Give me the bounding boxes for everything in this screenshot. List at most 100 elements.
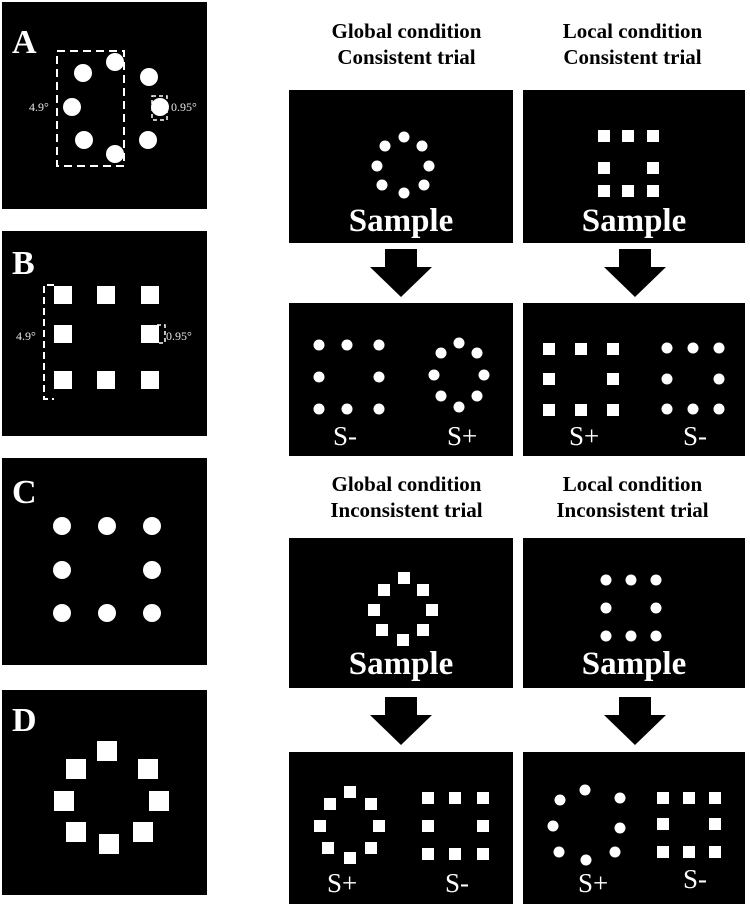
stimulus-dot [379,140,391,152]
stimulus-square [657,846,669,858]
stimulus-dot [313,403,325,415]
sample-stimulus [371,131,435,199]
sample-label: Sample [348,646,454,682]
stimulus-square [449,848,461,860]
header-global-consistent: Global condition Consistent trial [289,18,524,70]
stimulus-square [365,798,377,810]
stimulus-square [54,286,72,304]
stimulus-square [141,325,159,343]
sample-label: Sample [581,646,687,682]
stimulus-square [376,624,388,636]
header-line2: Inconsistent trial [556,498,709,522]
stimulus-dot [151,98,169,116]
stimulus-dot [376,179,388,191]
choice-label-positive: S+ [569,421,600,451]
stimulus-square [575,343,587,355]
stimulus-dot [650,602,662,614]
stimulus-square [657,792,669,804]
stimulus-square [647,162,659,174]
panel-letter-b: B [12,245,35,282]
stimulus-dot [418,179,430,191]
stimulus-square [314,820,326,832]
header-line1: Local condition [562,472,703,496]
stimulus-square [647,130,659,142]
stimulus-dot [600,574,612,586]
stimulus-dot [341,403,353,415]
stimulus-dot [661,403,673,415]
sample-stimulus [368,572,438,646]
sample-label: Sample [581,203,687,239]
stimulus-square [417,584,429,596]
stimulus-square [99,834,119,854]
stimulus-dot [416,140,428,152]
stimulus-square [422,848,434,860]
stimulus-dot [580,854,592,866]
stimulus-square [373,820,385,832]
choice-stimuli [314,786,489,864]
stimulus-square [54,791,74,811]
stimulus-dot [371,160,383,172]
stimulus-square [322,842,334,854]
dashed-size-bracket-large [56,50,125,167]
panel-letter-d: D [12,702,37,739]
stimulus-square [598,185,610,197]
choice-label-negative: S- [445,868,470,898]
stimulus-square [66,822,86,842]
stimulus-dot [373,339,385,351]
choice-label-positive: S+ [327,868,358,898]
stimulus-dot [63,98,81,116]
header-line1: Global condition [331,19,482,43]
panel-letter-a: A [12,24,37,61]
sample-panel-local-consistent: Sample [523,90,745,243]
stimulus-dot [625,574,637,586]
stimulus-square [422,820,434,832]
stimulus-dot [547,820,559,832]
stimulus-square [398,572,410,584]
panel-d-stimulus [54,741,169,854]
stimulus-square [709,792,721,804]
stimulus-square [477,848,489,860]
stimulus-dot [600,630,612,642]
choice-stimuli [547,784,721,866]
header-local-consistent: Local condition Consistent trial [515,18,750,70]
stimulus-dot [313,371,325,383]
stimulus-square [543,343,555,355]
stimulus-dot [687,342,699,354]
panel-b-stimulus [43,284,166,400]
stimulus-square [149,791,169,811]
stimulus-dot [661,342,673,354]
choice-panel-local-inconsistent: S+ S- [523,752,745,904]
panel-letter-c: C [12,474,37,511]
stimulus-dot [435,390,447,402]
stimulus-square [417,624,429,636]
sample-label: Sample [348,203,454,239]
stimulus-dot [453,401,465,413]
stimulus-dot [553,846,565,858]
header-line1: Local condition [562,19,703,43]
stimulus-square [97,371,115,389]
stimulus-square [344,852,356,864]
sample-stimulus [600,574,662,642]
stimulus-square [622,130,634,142]
stimulus-square [422,792,434,804]
stimulus-dot [554,794,566,806]
stimulus-square [97,741,117,761]
stimulus-dot [600,602,612,614]
stimulus-dot [713,342,725,354]
panel-a-stimulus [56,50,169,167]
stimulus-square [141,371,159,389]
stimulus-dot [341,339,353,351]
choice-stimuli [543,342,725,416]
stimulus-square [543,404,555,416]
stimulus-dot [75,131,93,149]
choice-stimuli [313,337,490,415]
panel-c-stimulus [53,517,161,622]
stimulus-square [607,404,619,416]
stimulus-dot [453,337,465,349]
stimulus-square [141,286,159,304]
measurement-small-label: 0.95° [171,100,197,114]
stimulus-dot [373,403,385,415]
measurement-large-label: 4.9° [16,329,36,343]
stimulus-square [647,185,659,197]
stimulus-square [683,792,695,804]
